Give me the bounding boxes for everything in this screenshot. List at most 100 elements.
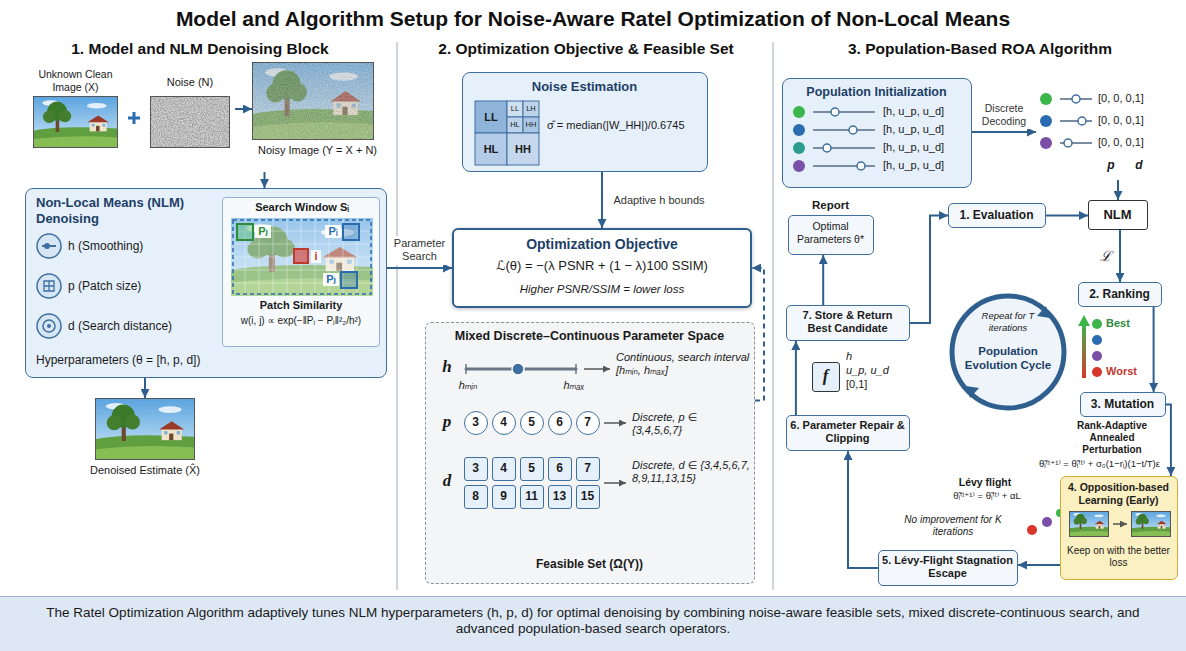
search-window: Search Window SᵢPatch Similarityw(i, j) … <box>222 197 380 347</box>
annotation-label: [h, u_p, u_d] <box>883 141 969 154</box>
value-square: 8 <box>464 485 488 509</box>
value-square: 5 <box>520 457 544 481</box>
node-text: 8 <box>465 489 486 504</box>
image-panel: Unknown Clean Image (X) <box>28 68 123 150</box>
connector-arrow <box>264 172 266 188</box>
drawing-part <box>37 314 61 338</box>
drawing-part <box>1078 315 1090 326</box>
annotation-label: Discrete, d ∈ {3,4,5,6,7, 8,9,11,13,15} <box>632 459 750 486</box>
drawing-part <box>1027 525 1037 535</box>
node-text: f <box>813 366 838 387</box>
step-box: 1. Evaluation <box>948 203 1046 228</box>
value-circle: 3 <box>464 411 488 435</box>
drawing-part <box>1042 517 1052 527</box>
node-text: 7 <box>577 461 598 476</box>
image-panel: Noise (N) <box>145 68 235 150</box>
drawing-part <box>475 101 507 133</box>
population-sliders <box>791 105 883 181</box>
drawing-part <box>33 96 118 148</box>
drawing-part <box>793 106 805 118</box>
annotation-label: HL <box>507 120 523 129</box>
node-text: Patch Similarity <box>223 299 379 312</box>
node-text: 6. Parameter Repair & Clipping <box>790 419 905 446</box>
connector-arrow <box>972 131 1036 133</box>
drawing-part <box>857 162 865 170</box>
image-panel: Noisy Image (Y = X + N) <box>252 62 377 172</box>
annotation-label: Best <box>1106 317 1150 330</box>
drawing-part <box>507 117 523 133</box>
drawing-part <box>1040 137 1052 149</box>
connector-arrow <box>822 255 824 305</box>
clean-image <box>33 96 118 148</box>
annotation-label: Worst <box>1106 365 1152 378</box>
function-box: f <box>812 362 840 392</box>
node-text: [0, 0, 0,1] <box>1098 114 1178 127</box>
drawing-part <box>1060 120 1092 122</box>
drawing-part <box>466 364 576 374</box>
step-box: 5. Lévy-Flight Stagnation Escape <box>878 550 1018 586</box>
step-box: 3. Mutation <box>1080 392 1166 417</box>
node-text: 2. Ranking <box>1079 287 1160 302</box>
step-box: 6. Parameter Repair & Clipping <box>786 415 910 451</box>
annotation-label: Discrete, p ∈ {3,4,5,6,7} <box>632 411 750 438</box>
drawing-part <box>396 42 398 590</box>
connector-arrow <box>387 267 452 269</box>
search-window-image <box>231 218 373 296</box>
drawing-part <box>507 101 523 117</box>
drawing-part <box>34 97 118 148</box>
connector-arrow <box>1119 230 1121 282</box>
node-text: σ̂ = median(|W_HH|)/0.6745 <box>547 119 705 132</box>
drawing-part <box>343 224 359 240</box>
drawing-part <box>1082 324 1086 378</box>
drawing-part <box>294 249 308 263</box>
node-text: [0, 0, 0,1] <box>1098 136 1178 149</box>
report-box: ReportOptimal Parameters θ* <box>788 215 874 255</box>
drawing-part <box>1078 117 1086 125</box>
value-square: 6 <box>548 457 572 481</box>
node-text: Non-Local Means (NLM) Denoising <box>36 195 216 227</box>
value-square: 9 <box>492 485 516 509</box>
connector-arrow <box>848 451 878 568</box>
annotation-label: No improvement for K iterations <box>898 514 1008 538</box>
annotation-label: p (Patch size) <box>68 279 218 294</box>
node-text: 4 <box>493 415 514 430</box>
drawing-part <box>1092 319 1102 329</box>
drawing-part <box>150 96 230 148</box>
node-text: w(i, j) ∝ exp(−‖Pᵢ − Pⱼ‖²₂/h²) <box>225 315 377 327</box>
node-text: 9 <box>493 489 514 504</box>
drawing-part <box>237 224 253 240</box>
value-square: 4 <box>492 457 516 481</box>
drawing-part <box>966 386 979 398</box>
connector-arrow <box>235 108 252 110</box>
node-text: 3 <box>465 415 486 430</box>
drawing-part <box>813 129 875 131</box>
annotation-label: h <box>438 357 456 378</box>
step-box: 2. Ranking <box>1078 282 1162 307</box>
connector-arrow <box>144 378 146 398</box>
annotation-label: h <box>846 350 906 363</box>
annotation-label: HH <box>523 120 539 129</box>
connector-arrow <box>1153 307 1155 392</box>
annotation-label: 1. Model and NLM Denoising Block <box>10 40 390 59</box>
cycle-circle: Repeat for T iterationsPopulation Evolut… <box>946 290 1070 414</box>
drawing-part <box>793 142 805 154</box>
annotation-label: [h, u_p, u_d] <box>883 123 969 136</box>
annotation-label: Continuous, search interval [hₘᵢₙ, hₘₐₓ] <box>616 351 750 378</box>
connector-arrow <box>1046 215 1088 217</box>
annotation-label: θ̃ᵢ⁽ᵗ⁺¹⁾ = θ̃ᵢ⁽ᵗ⁾ + αL <box>922 490 1052 502</box>
annotation-label: [0,1] <box>846 378 906 391</box>
decoded-population: [0, 0, 0,1][0, 0, 0,1][0, 0, 0,1]pd <box>1036 84 1180 180</box>
node-text: 7 <box>577 415 598 430</box>
node-text: Report <box>789 198 872 212</box>
drawing-part <box>1131 511 1171 537</box>
node-text: Hyperparameters (θ = [h, p, d]) <box>36 353 376 368</box>
annotation-label: d (Search distance) <box>68 319 218 334</box>
node-text: 7. Store & Return Best Candidate <box>790 309 905 336</box>
node-text: Noise Estimation <box>463 79 706 95</box>
edge-label: Discrete Decoding <box>973 101 1035 129</box>
drawing-part <box>231 218 373 296</box>
step-box: 7. Store & Return Best Candidate <box>786 305 910 341</box>
drawing-part <box>233 220 371 294</box>
decoded-sliders <box>1036 84 1098 154</box>
annotation-label: h (Smoothing) <box>68 239 218 254</box>
